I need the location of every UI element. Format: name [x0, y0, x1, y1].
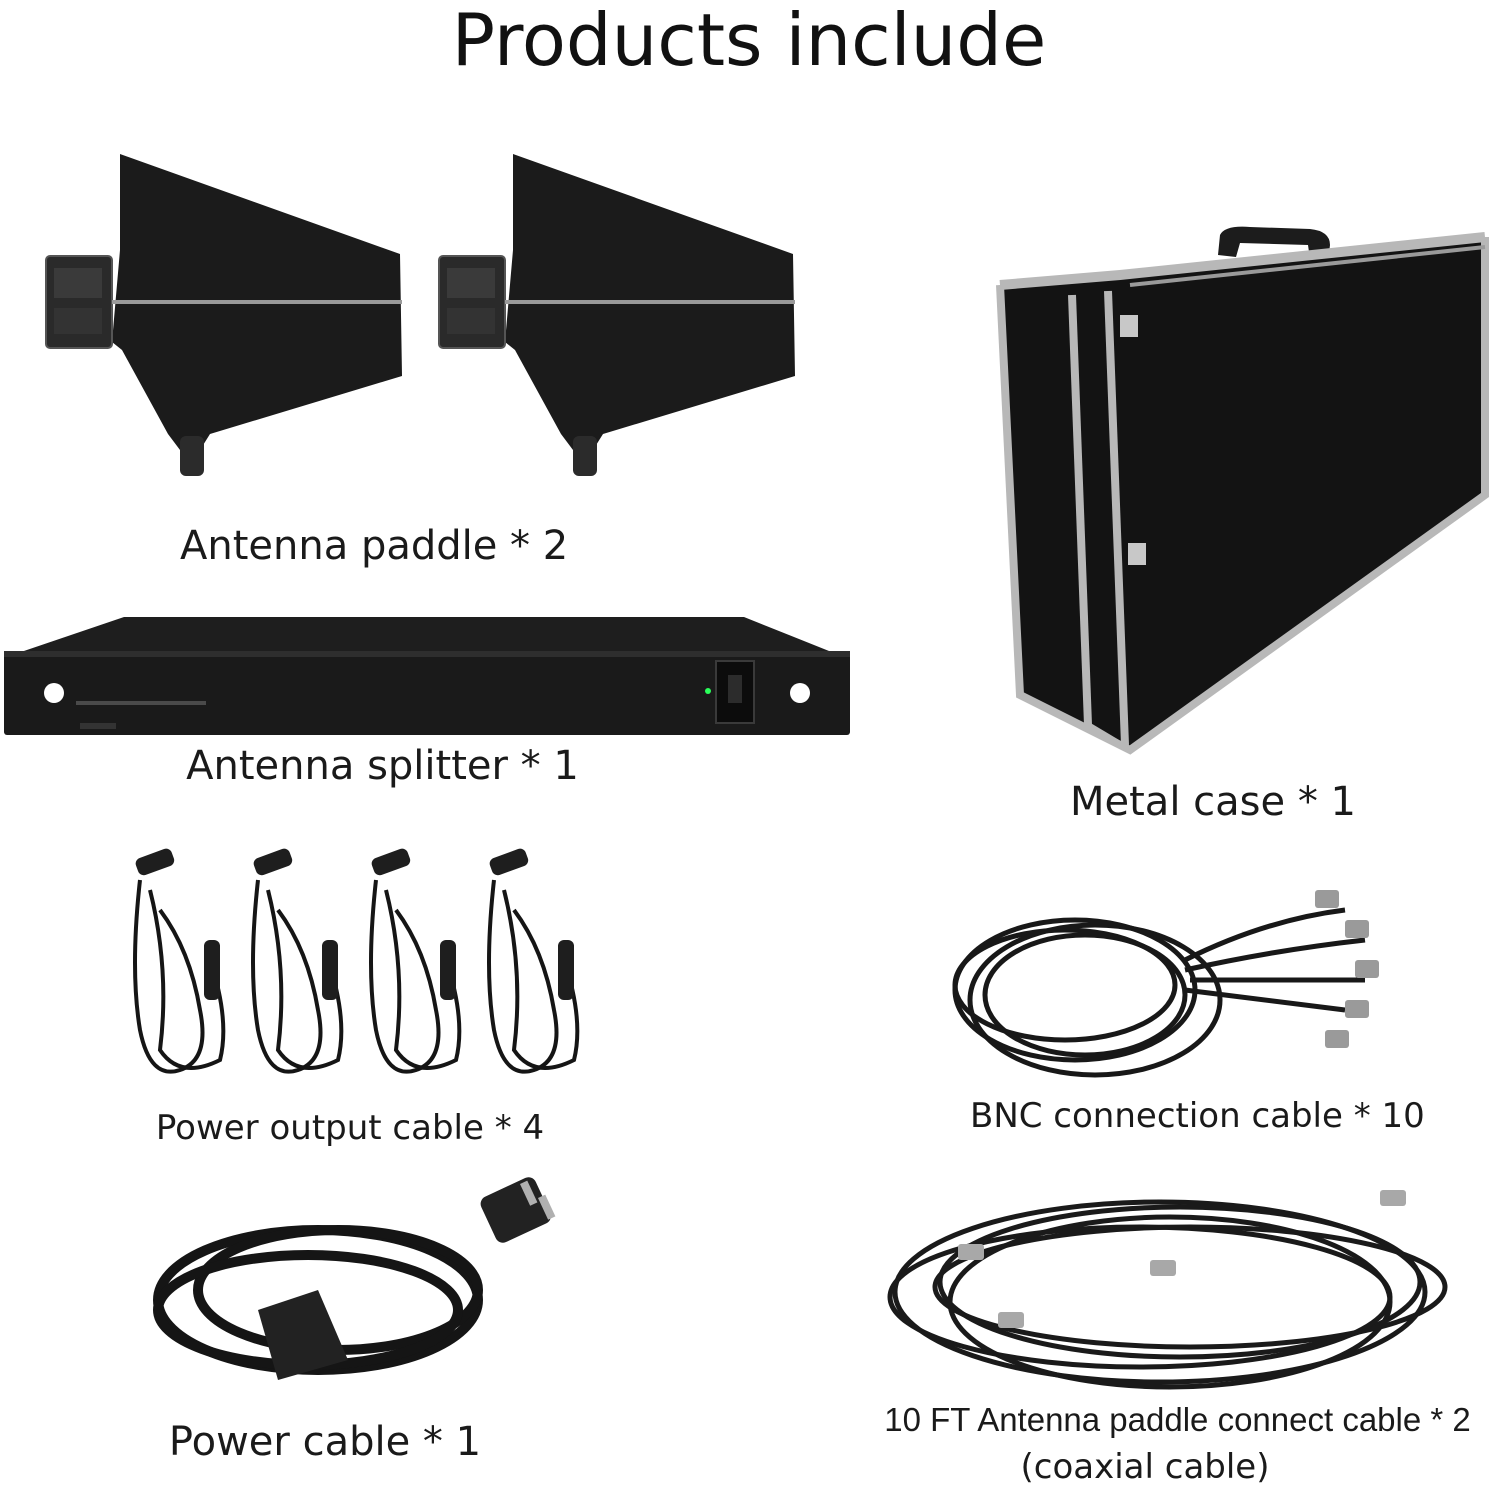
antenna-splitter-icon [4, 617, 850, 735]
bnc-cable-icon [952, 890, 1379, 1078]
antenna-splitter-caption: Antenna splitter * 1 [186, 743, 579, 789]
power-output-cable-icon [133, 848, 580, 1074]
power-cable-caption: Power cable * 1 [168, 1419, 482, 1465]
metal-case-caption: Metal case * 1 [1070, 779, 1356, 825]
bnc-cable-caption: BNC connection cable * 10 [970, 1096, 1425, 1136]
coaxial-cable-subcaption: (coaxial cable) [1020, 1447, 1270, 1487]
page-title: Products include [451, 0, 1047, 82]
power-cable-icon [153, 1177, 556, 1380]
power-output-cable-caption: Power output cable * 4 [155, 1108, 545, 1148]
coaxial-cable-caption: 10 FT Antenna paddle connect cable * 2 [884, 1401, 1471, 1438]
antenna-paddle-icon [45, 154, 795, 476]
metal-case-icon [996, 226, 1489, 755]
coaxial-cable-icon [887, 1190, 1448, 1390]
antenna-paddle-caption: Antenna paddle * 2 [180, 523, 569, 569]
